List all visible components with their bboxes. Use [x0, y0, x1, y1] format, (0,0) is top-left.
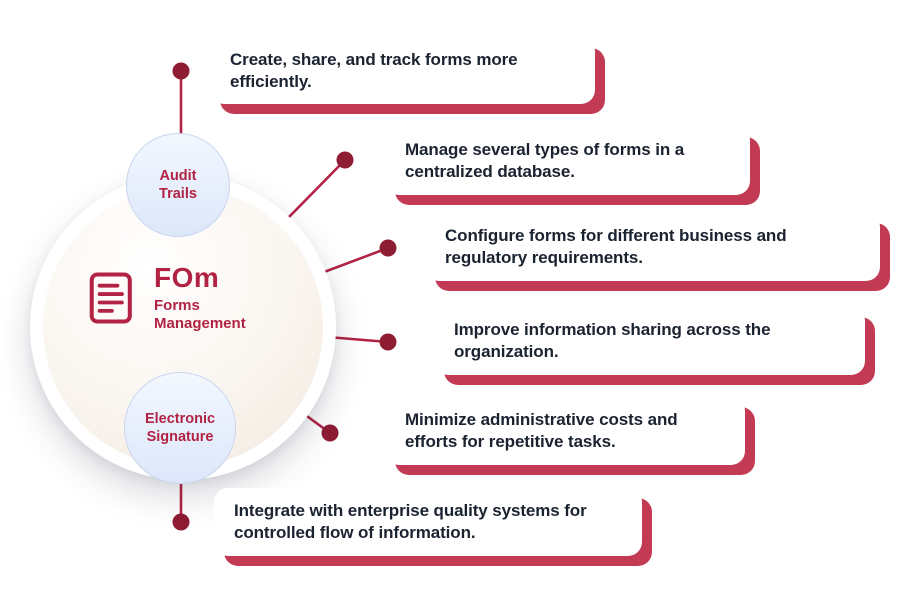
product-name-line1: Forms [154, 297, 200, 314]
connector-dot [379, 333, 397, 351]
benefit-card-2: Manage several types of forms in a centr… [385, 127, 750, 195]
center-hub-text: FOm Forms Management [154, 262, 246, 334]
benefit-card-4: Improve information sharing across the o… [434, 307, 865, 375]
benefit-card-1: Create, share, and track forms more effi… [210, 38, 595, 104]
benefit-text: Manage several types of forms in a centr… [405, 139, 685, 181]
product-name-line2: Management [154, 315, 246, 333]
center-hub-content: FOm Forms Management [86, 262, 246, 334]
connector-dot [336, 151, 354, 169]
benefit-text: Integrate with enterprise quality system… [234, 500, 587, 542]
benefit-card-3: Configure forms for different business a… [425, 213, 880, 281]
satellite-audit-trails: Audit Trails [126, 133, 230, 237]
form-document-icon [89, 272, 132, 324]
satellite-electronic-signature: Electronic Signature [124, 372, 236, 484]
connector-dot [172, 62, 190, 80]
benefit-text: Minimize administrative costs and effort… [405, 409, 678, 451]
satellite-label: Audit Trails [159, 167, 197, 202]
connector-dot [321, 424, 339, 442]
benefit-text: Configure forms for different business a… [445, 225, 787, 267]
connector-dot [379, 239, 397, 257]
benefit-text: Create, share, and track forms more effi… [230, 49, 518, 91]
benefit-card-5: Minimize administrative costs and effort… [385, 397, 745, 465]
benefit-card-6: Integrate with enterprise quality system… [214, 488, 642, 556]
benefit-text: Improve information sharing across the o… [454, 319, 771, 361]
satellite-label: Electronic Signature [144, 410, 216, 445]
product-abbreviation: FOm [154, 262, 220, 293]
connector-dot [172, 513, 190, 531]
